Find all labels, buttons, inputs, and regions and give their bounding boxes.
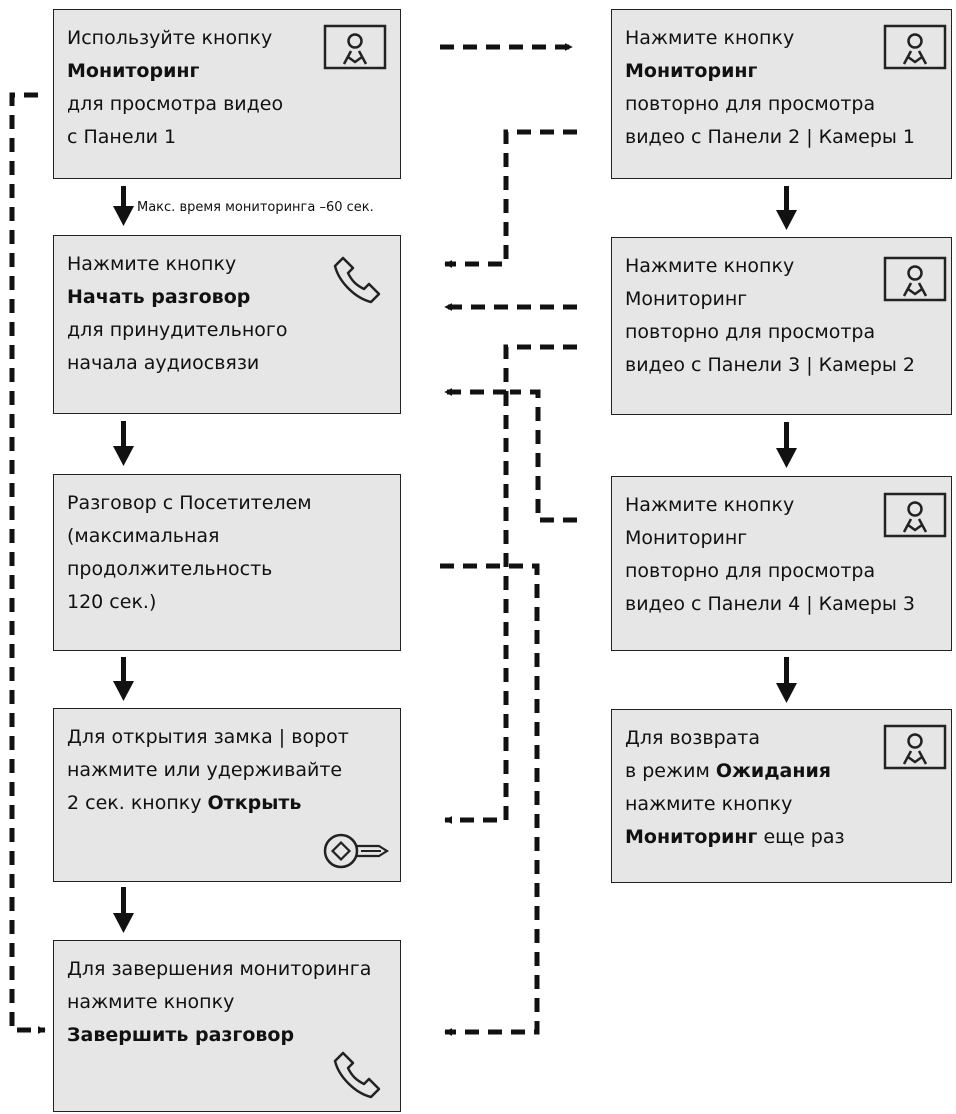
step-text: Используйте кнопку Мониторинг для просмо… [67,27,284,148]
phone-handset-icon [333,1051,381,1099]
step-start-talk: Нажмите кнопку Начать разговор для прину… [53,235,401,414]
monitor-person-icon [883,256,947,302]
arrow-down-right-1 [776,186,797,230]
dashed-link-r3-to-talk [510,389,577,523]
monitor-person-icon [883,724,947,770]
start-talk-keyword: Начать разговор [67,286,251,308]
dashed-link-r1-to-talk [444,129,577,268]
key-icon [323,833,390,869]
end-talk-keyword: Завершить разговор [67,1024,295,1046]
step-text: Нажмите кнопку Мониторинг повторно для п… [625,27,916,148]
step-end-monitoring: Для завершения мониторинга нажмите кнопк… [53,940,401,1112]
monitoring-keyword: Мониторинг [67,60,200,82]
dashed-link-talk-to-end [440,563,540,1036]
monitoring-keyword: Мониторинг [625,826,758,848]
step-return-standby: Для возврата в режим Ожидания нажмите кн… [611,709,952,883]
dashed-link-to-open [444,392,509,824]
step-visitor-talk: Разговор с Посетителем (максимальная про… [53,474,401,651]
monitor-person-icon [883,24,947,70]
step-monitor-panel-3: Нажмите кнопку Мониторинг повторно для п… [611,237,952,415]
step-monitor-panel-4: Нажмите кнопку Мониторинг повторно для п… [611,476,952,651]
step-text: Для открытия замка | ворот нажмите или у… [67,726,349,814]
monitoring-time-note: Макс. время мониторинга –60 сек. [137,200,374,215]
open-keyword: Открыть [207,792,302,814]
step-start-monitoring: Используйте кнопку Мониторинг для просмо… [53,9,401,179]
step-text: Для завершения мониторинга нажмите кнопк… [67,958,372,1046]
step-text: Разговор с Посетителем (максимальная про… [67,492,312,613]
dashed-link-r2b-to-talk [444,344,577,396]
step-open-lock: Для открытия замка | ворот нажмите или у… [53,708,401,882]
arrow-down-right-2 [776,422,797,468]
arrow-down-left-1 [113,186,134,226]
step-text: Нажмите кнопку Мониторинг повторно для п… [625,255,916,376]
dashed-link-loop-to-end [9,92,46,1034]
step-text: Нажмите кнопку Начать разговор для прину… [67,253,288,374]
arrow-down-left-2 [113,421,134,466]
monitor-person-icon [883,492,947,538]
phone-handset-icon [333,256,381,304]
standby-keyword: Ожидания [715,760,832,782]
step-text: Для возврата в режим Ожидания нажмите кн… [625,727,845,848]
arrow-down-right-3 [776,657,797,703]
monitoring-keyword: Мониторинг [625,60,758,82]
step-monitor-panel-2: Нажмите кнопку Мониторинг повторно для п… [611,9,952,179]
arrow-down-left-3 [113,657,134,701]
step-text: Нажмите кнопку Мониторинг повторно для п… [625,494,916,615]
arrow-down-left-4 [113,887,134,933]
monitor-person-icon [323,24,387,70]
